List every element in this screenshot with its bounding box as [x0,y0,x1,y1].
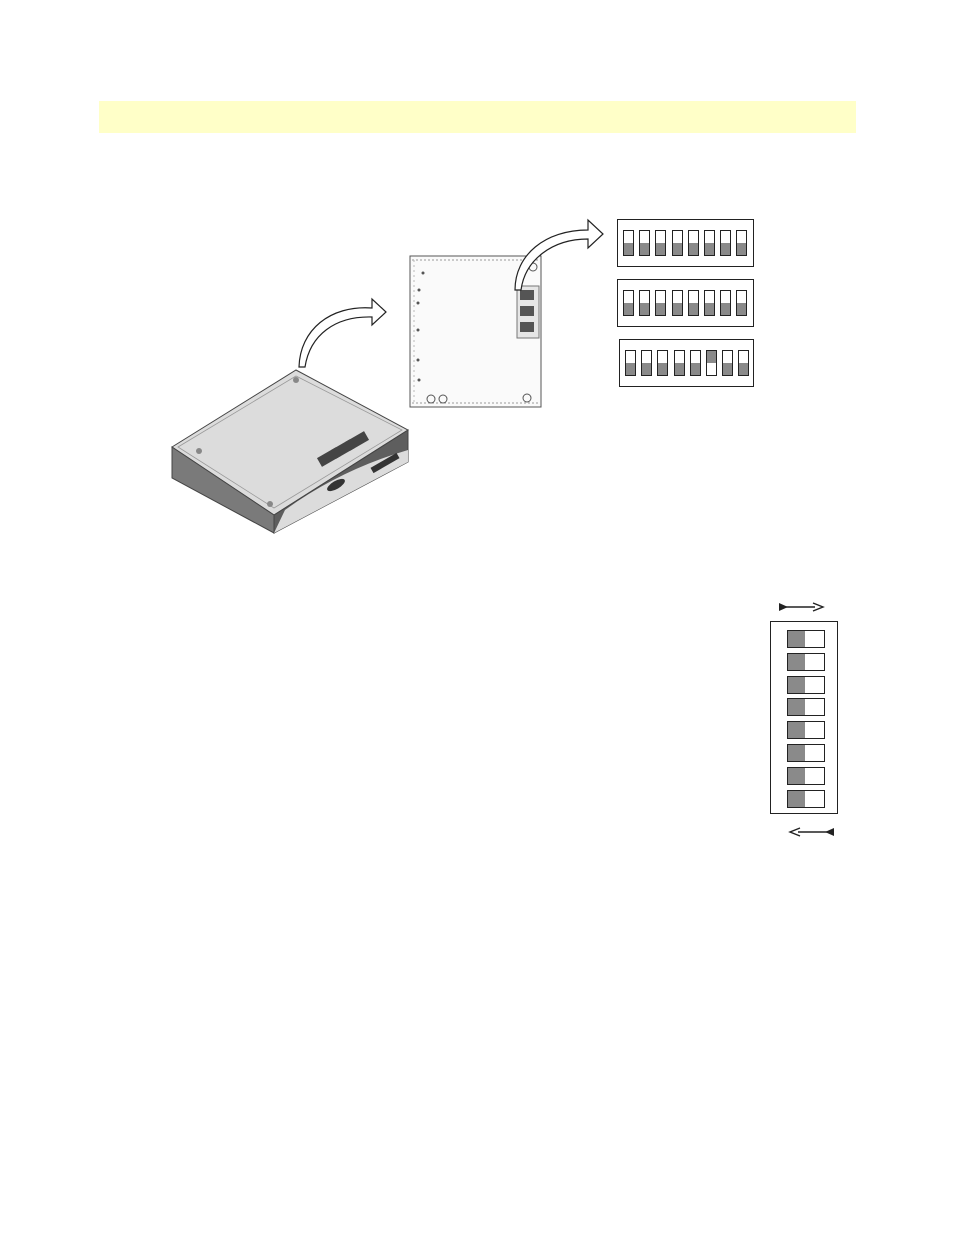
dip-switch-knob [689,303,698,315]
dip-switch-2 [639,290,650,316]
dip-switch-8 [736,230,747,256]
dip-toggle-7 [787,767,825,785]
dip-switch-knob [705,303,714,315]
dip-toggle-knob [788,745,805,761]
dip-switch-bank-3 [619,339,754,387]
dip-switch-knob [691,363,700,375]
dip-switch-knob [624,303,633,315]
dip-switch-knob [673,243,682,255]
dip-toggle-knob [788,699,805,715]
dip-toggle-knob [788,631,805,647]
curved-arrow-icon [299,299,386,367]
dip-toggle-6 [787,744,825,762]
dip-switch-knob [642,363,651,375]
dip-toggle-knob [788,654,805,670]
dip-toggle-knob [788,791,805,807]
dip-switch-1 [625,350,636,376]
dip-switch-5 [688,290,699,316]
dip-switch-8 [738,350,749,376]
dip-switch-6 [706,350,717,376]
dip-switch-bank-2 [617,279,754,327]
dip-switch-6 [704,290,715,316]
dip-switch-3 [655,230,666,256]
dip-switch-knob [723,363,732,375]
dip-toggle-5 [787,721,825,739]
dip-switch-knob [640,303,649,315]
arrow-left-icon [788,825,836,839]
dip-switch-4 [674,350,685,376]
dip-toggle-knob [788,677,805,693]
dip-switch-knob [658,363,667,375]
dip-toggle-knob [788,768,805,784]
dip-switch-4 [672,230,683,256]
dip-switch-7 [720,290,731,316]
dip-switch-8 [736,290,747,316]
dip-switch-3 [655,290,666,316]
dip-switch-knob [737,243,746,255]
dip-toggle-8 [787,790,825,808]
dip-toggle-1 [787,630,825,648]
dip-switch-4 [672,290,683,316]
dip-switch-3 [657,350,668,376]
dip-switch-knob [721,303,730,315]
dip-switch-7 [722,350,733,376]
dip-toggle-4 [787,698,825,716]
dip-switch-knob [656,243,665,255]
dip-toggle-knob [788,722,805,738]
dip-switch-knob [737,303,746,315]
dip-switch-knob [707,351,716,363]
dip-switch-5 [688,230,699,256]
dip-toggle-3 [787,676,825,694]
dip-switch-2 [641,350,652,376]
dip-switch-knob [656,303,665,315]
arrow-right-icon [777,600,825,614]
device-enclosure [172,370,408,533]
dip-switch-knob [624,243,633,255]
dip-switch-knob [689,243,698,255]
dip-switch-bank-1 [617,219,754,267]
dip-switch-knob [675,363,684,375]
dip-switch-5 [690,350,701,376]
dip-switch-knob [721,243,730,255]
dip-switch-knob [626,363,635,375]
dip-switch-knob [739,363,748,375]
highlight-bar [99,101,856,133]
dip-switch-6 [704,230,715,256]
dip-switch-1 [623,230,634,256]
dip-switch-2 [639,230,650,256]
dip-switch-knob [673,303,682,315]
dip-switch-detail [770,621,838,814]
dip-switch-knob [705,243,714,255]
dip-toggle-2 [787,653,825,671]
dip-switch-1 [623,290,634,316]
dip-switch-knob [640,243,649,255]
dip-switch-7 [720,230,731,256]
